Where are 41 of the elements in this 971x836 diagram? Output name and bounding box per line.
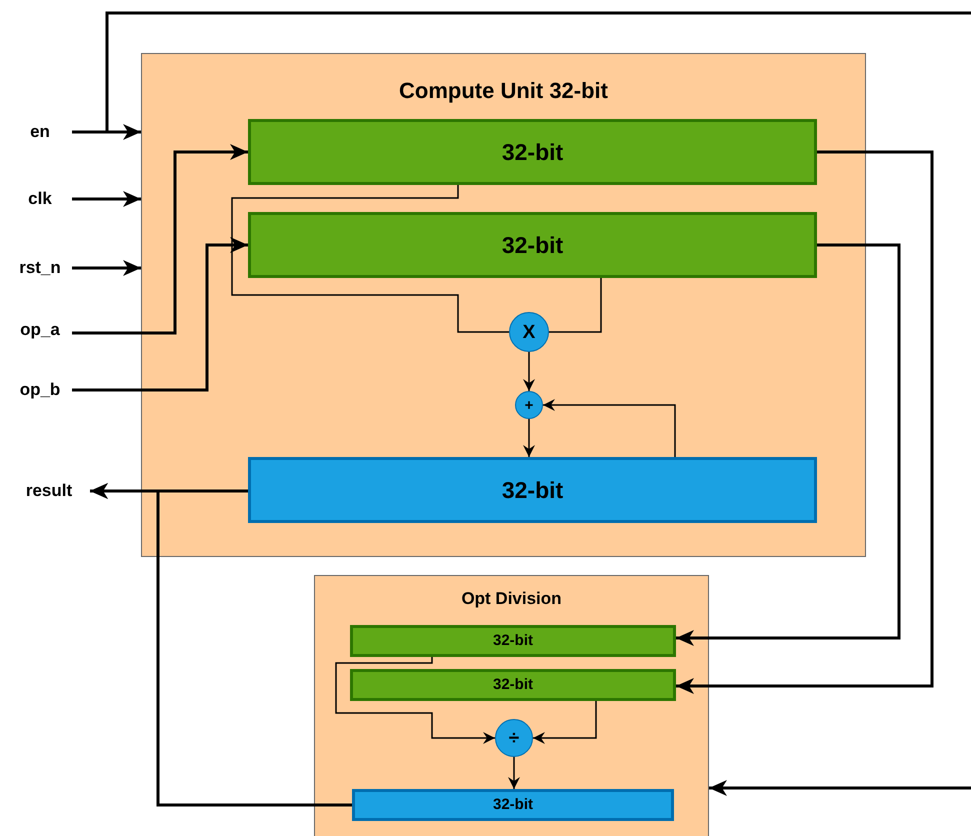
register-label: 32-bit [502, 476, 564, 505]
register-label: 32-bit [492, 794, 533, 815]
arrow [523, 419, 535, 457]
arrow [676, 244, 900, 646]
arrow [543, 399, 676, 457]
register-box [248, 457, 817, 523]
arrow [72, 237, 248, 392]
connector-line [231, 185, 509, 333]
module-title: Opt Division [461, 588, 562, 608]
register-box [350, 669, 676, 701]
connector-line [549, 278, 602, 333]
operator-symbol: ÷ [508, 728, 520, 748]
register-label: 32-bit [492, 630, 533, 651]
register-box [350, 625, 676, 657]
arrow [709, 780, 971, 796]
arrow [676, 150, 934, 694]
arrow [72, 260, 141, 276]
arrow [335, 657, 495, 744]
arrow [72, 191, 141, 207]
arrow [90, 483, 352, 806]
register-label: 32-bit [492, 674, 533, 695]
arrow [533, 701, 597, 744]
signal-label: clk [8, 189, 72, 209]
connector-line [72, 12, 971, 134]
operator-symbol: + [524, 398, 534, 412]
signal-label: en [8, 122, 72, 142]
register-label: 32-bit [502, 138, 564, 167]
signal-label: result [8, 481, 90, 501]
arrow [508, 757, 520, 789]
register-box [248, 119, 817, 185]
signal-label: op_b [8, 380, 72, 400]
operator-symbol: X [522, 322, 536, 342]
register-label: 32-bit [502, 230, 564, 260]
arrow [523, 352, 535, 391]
module-box [314, 575, 709, 836]
module-box [141, 53, 866, 557]
signal-label: rst_n [8, 258, 72, 278]
register-box [248, 212, 817, 278]
arrow [72, 144, 248, 334]
register-box [352, 789, 674, 821]
signal-label: op_a [8, 320, 72, 340]
